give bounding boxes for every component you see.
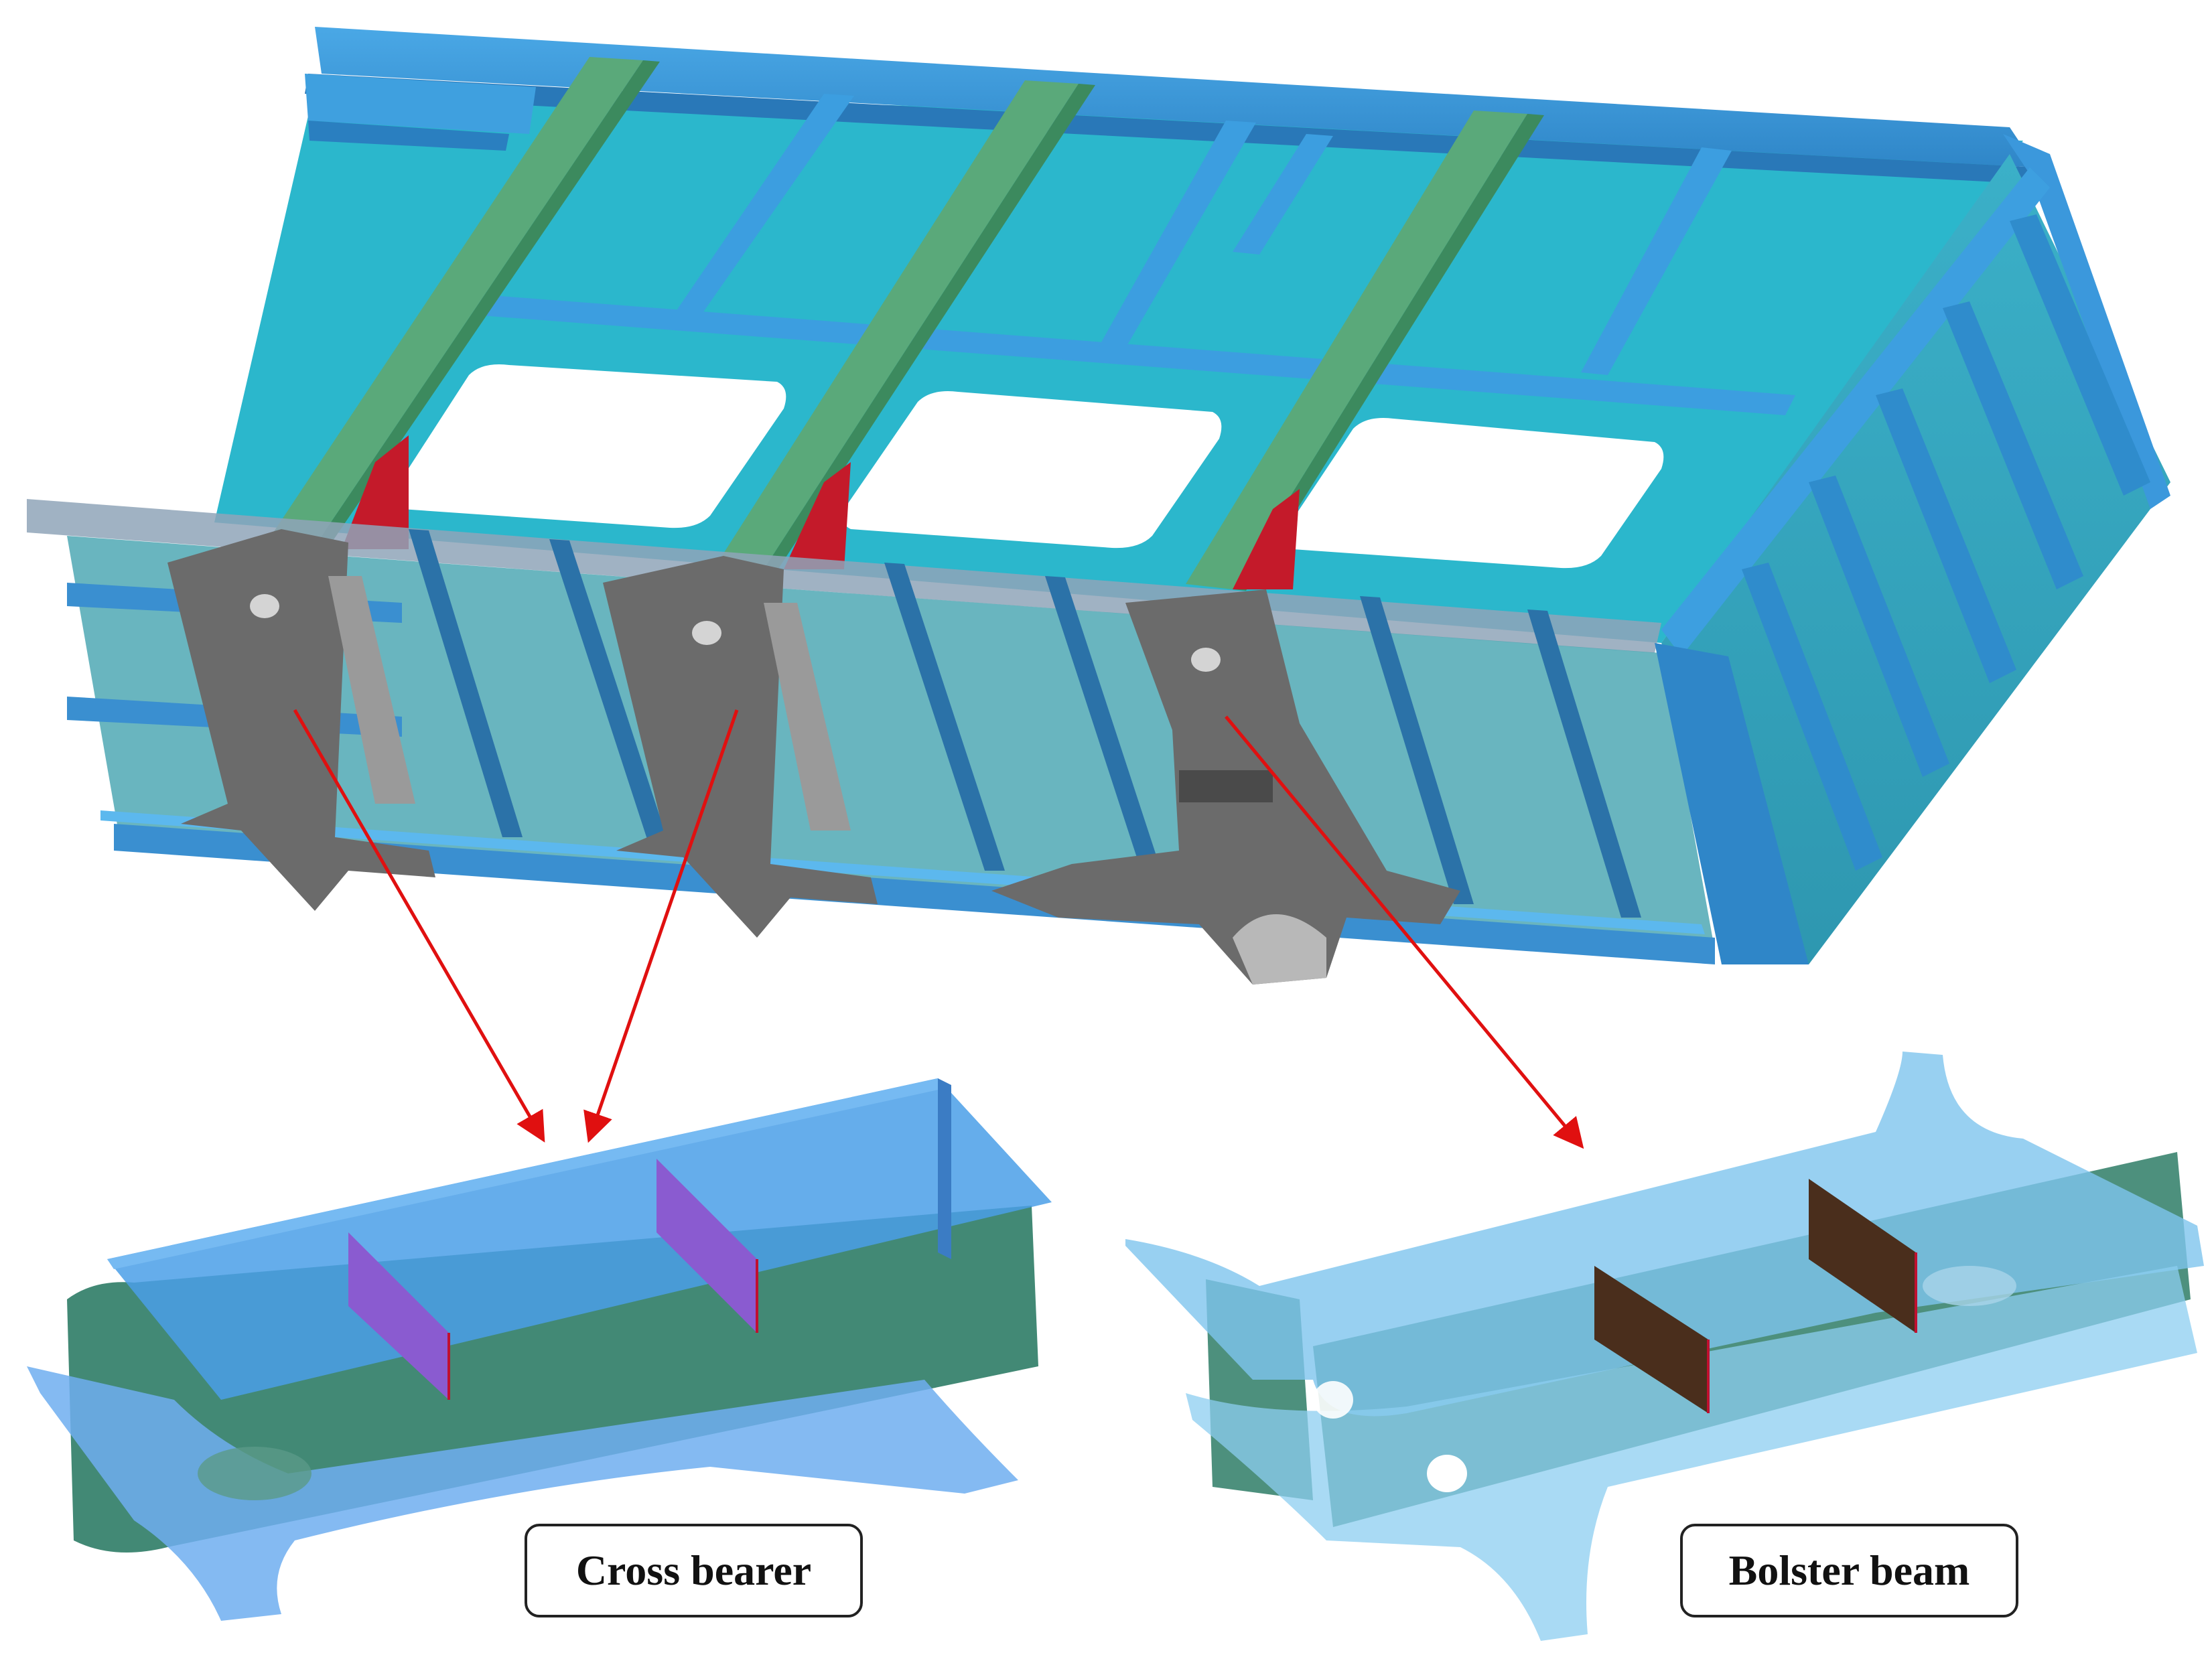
bolster-beam-label: Bolster beam [1680, 1524, 2018, 1617]
rib-left [348, 1232, 449, 1400]
end-rail-upper [305, 74, 536, 134]
rib-right-bolster [1809, 1179, 1916, 1333]
end-wall-ribs [1742, 214, 2150, 871]
arrow-icon [293, 709, 545, 1143]
bolster-beam-detail [1125, 1052, 2204, 1641]
cross-bearer-middle [603, 556, 878, 938]
end-wall-side-rail [1661, 167, 2050, 656]
floor-openings [393, 364, 1664, 569]
rib-right [656, 1159, 757, 1333]
arrow-icon [583, 709, 739, 1143]
top-side-sill-lip [305, 74, 2036, 184]
red-brackets [342, 435, 1300, 589]
end-wall [1661, 154, 2170, 964]
cross-bearer-label: Cross bearer [525, 1524, 863, 1617]
arrow-icon [1225, 715, 1584, 1149]
callout-arrows [293, 709, 1584, 1149]
underframe-assembly [27, 27, 2170, 985]
end-wall-top-rail [2003, 134, 2170, 509]
cross-beams [261, 57, 1544, 591]
bolster-beam-gray [991, 589, 1460, 985]
end-corner-post [1655, 643, 1809, 964]
end-rail-lower [308, 121, 509, 151]
top-side-sill [315, 27, 2036, 167]
side-wall-posts [409, 529, 1641, 918]
rib-left-bolster [1594, 1266, 1708, 1413]
cross-bearer-detail [27, 1078, 1052, 1621]
floor-stiffeners [472, 94, 1795, 415]
